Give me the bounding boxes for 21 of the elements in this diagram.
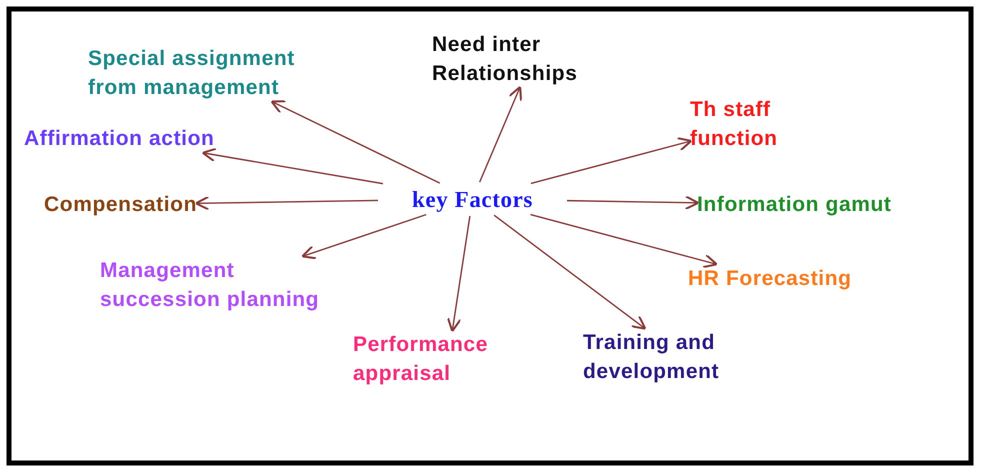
factor-label: Training and development (583, 330, 720, 385)
arrow (270, 100, 440, 184)
factor-label: Affirmation action (24, 126, 214, 152)
factor-label: Compensation (44, 192, 198, 218)
arrow (530, 137, 692, 184)
factor-label: Need inter Relationships (432, 32, 578, 87)
hub-label: key Factors (412, 186, 533, 214)
factor-label: Management succession planning (100, 258, 320, 313)
factor-label: Special assignment from management (88, 46, 296, 101)
arrow (301, 214, 426, 260)
arrow (446, 216, 471, 332)
arrow (202, 148, 384, 184)
factor-label: Information gamut (697, 192, 892, 218)
arrow (494, 214, 646, 330)
factor-label: HR Forecasting (688, 266, 852, 292)
arrow (479, 86, 522, 182)
factor-label: Th staff function (690, 97, 779, 152)
factor-label: Performance appraisal (353, 332, 489, 387)
arrow (530, 214, 718, 268)
arrow (194, 196, 378, 210)
arrow (566, 195, 700, 210)
